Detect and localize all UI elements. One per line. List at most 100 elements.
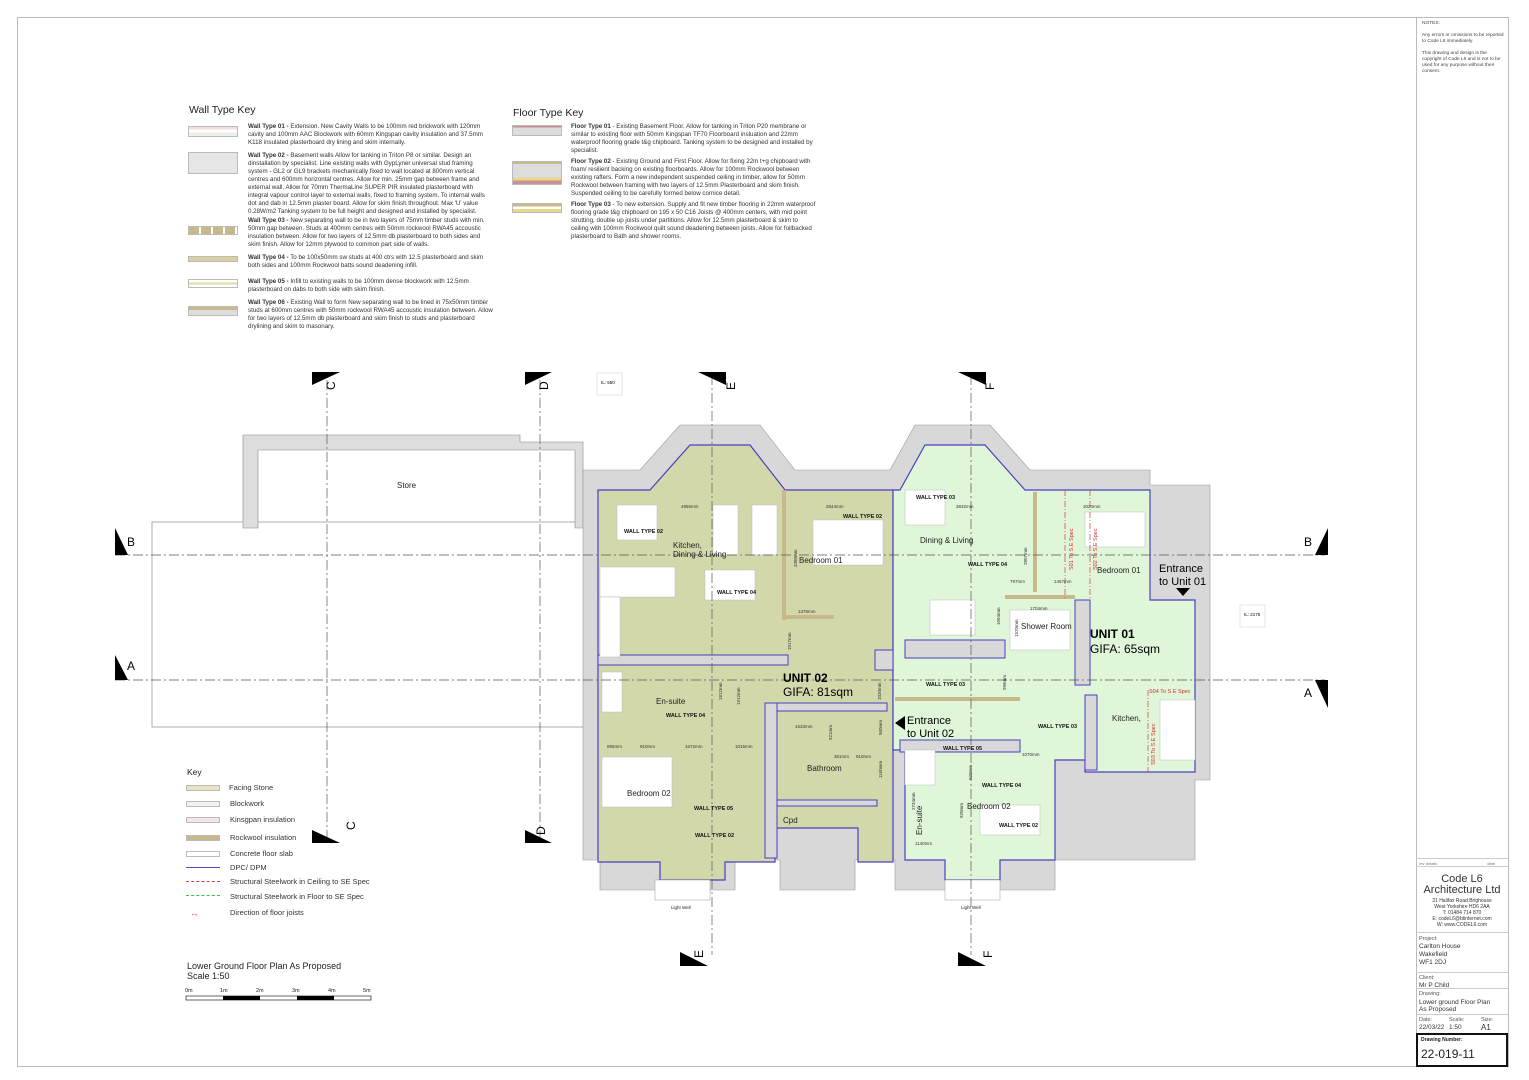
svg-text:960mm: 960mm: [878, 720, 883, 735]
level-il-550: IL: 550: [601, 380, 615, 385]
wall-type-02-swatch: [188, 152, 238, 174]
dimension-labels: 4956mm 2844mm 3380mm 1375mm 1017mm 1812m…: [607, 504, 1101, 846]
steel-lines: [1064, 490, 1149, 772]
notes-line: Any errors or omissions to be reported t…: [1422, 33, 1504, 44]
room-store: Store: [397, 481, 417, 490]
company-block: Code L6 Architecture Ltd 31 Halifax Road…: [1416, 866, 1508, 928]
svg-text:S03 To S.E Spec: S03 To S.E Spec: [1151, 723, 1157, 765]
client-block: Client:Mr P Child: [1416, 972, 1508, 989]
grid-label-a: A: [127, 659, 135, 673]
internal-walls: [597, 599, 1098, 859]
light-well-1: [654, 879, 711, 901]
notes-line: This drawing and design is the copyright…: [1422, 51, 1501, 74]
wall-type-05: Wall Type 05 - Infill to existing walls …: [248, 278, 469, 293]
drawing-frame: [17, 17, 1509, 1067]
svg-text:1015mm: 1015mm: [735, 744, 753, 749]
svg-text:1633mm: 1633mm: [795, 724, 813, 729]
grid-label-e-bottom: E: [692, 950, 706, 958]
svg-text:1094mm: 1094mm: [996, 607, 1001, 625]
svg-text:UNIT 01: UNIT 01: [1090, 627, 1135, 641]
room-bedroom-02-unit02: Bedroom 02: [627, 789, 671, 798]
svg-text:UNIT 02: UNIT 02: [783, 671, 828, 685]
svg-text:WALL TYPE 04: WALL TYPE 04: [717, 590, 757, 596]
floor-type-03-swatch: [512, 203, 562, 213]
svg-text:WALL TYPE 02: WALL TYPE 02: [999, 823, 1038, 829]
wall-type-06: Wall Type 06 - Existing Wall to form New…: [248, 299, 493, 330]
legend-label: Kinsgpan insulation: [230, 815, 296, 824]
notes: NOTES: Any errors or omissions to be rep…: [1422, 21, 1506, 75]
svg-text:2844mm: 2844mm: [826, 504, 844, 509]
wall-type-04: Wall Type 04 - To be 100x50mm sw studs a…: [248, 254, 484, 269]
legend-title: Key: [187, 767, 202, 777]
grid-label-c-bottom: C: [344, 821, 358, 830]
svg-text:WALL TYPE 04: WALL TYPE 04: [968, 562, 1008, 568]
wall-type-04-swatch: [188, 256, 238, 262]
scale-ticks: 0m 1m 2m 3m 4m 5m: [185, 988, 371, 994]
room-shower: Shower Room: [1021, 622, 1072, 631]
room-kitchen-unit01: Kitchen,: [1112, 714, 1141, 723]
svg-text:S02 To S.E Spec: S02 To S.E Spec: [1093, 528, 1099, 570]
svg-text:to Unit 01: to Unit 01: [1159, 576, 1206, 588]
wall-type-03-swatch: [188, 226, 238, 235]
furniture: [599, 489, 1196, 836]
svg-text:WALL TYPE 02: WALL TYPE 02: [624, 529, 663, 535]
company-name: Code L6: [1441, 873, 1483, 885]
legend-label: Direction of floor joists: [230, 908, 304, 917]
svg-text:920mm: 920mm: [959, 803, 964, 818]
drawing-title-line: Lower Ground Floor Plan As Proposed: [187, 961, 342, 971]
room-bedroom-02-unit01: Bedroom 02: [967, 802, 1011, 811]
room-ensuite-unit01: En-suite: [915, 805, 924, 835]
svg-text:1457mm: 1457mm: [1054, 579, 1072, 584]
drawing-title: Lower Ground Floor Plan As Proposed Scal…: [187, 961, 341, 981]
svg-text:1570mm: 1570mm: [1014, 619, 1019, 637]
svg-text:GIFA: 65sqm: GIFA: 65sqm: [1090, 642, 1160, 656]
svg-text:WALL TYPE 03: WALL TYPE 03: [926, 682, 965, 688]
svg-text:1672mm: 1672mm: [685, 744, 703, 749]
wall-type-06-swatch: [188, 306, 238, 316]
wall-type-01: Wall Type 01 - Extension. New Cavity Wal…: [248, 123, 483, 146]
svg-text:3832mm: 3832mm: [956, 504, 974, 509]
svg-text:1020mm: 1020mm: [877, 682, 882, 700]
legend-swatch-rockwool: [186, 835, 220, 841]
grid-lines: [115, 375, 1325, 955]
svg-text:895mm: 895mm: [607, 744, 622, 749]
legend-swatch-kingspan: [186, 817, 220, 823]
legend-swatch-blockwork: [186, 801, 220, 807]
svg-text:3020mm: 3020mm: [1083, 504, 1101, 509]
svg-text:to Unit 02: to Unit 02: [907, 728, 954, 740]
svg-text:910mm: 910mm: [856, 754, 871, 759]
title-block-divider: [1416, 17, 1417, 1067]
floor-type-02-swatch: [512, 161, 562, 185]
svg-text:GIFA: 81sqm: GIFA: 81sqm: [783, 685, 853, 699]
drawing-number: 22-019-11: [1421, 1047, 1475, 1061]
svg-text:3380mm: 3380mm: [793, 549, 798, 567]
svg-text:996mm: 996mm: [1002, 675, 1007, 690]
grid-label-d: D: [537, 381, 551, 390]
company-name-2: Architecture Ltd: [1423, 884, 1501, 896]
scale-bar: [185, 995, 372, 1001]
date-scale-size-block: Date:22/03/22 Scale:1:50 Size:A1: [1416, 1014, 1508, 1032]
legend-swatch-facing-stone: [186, 785, 220, 791]
svg-text:WALL TYPE 05: WALL TYPE 05: [694, 806, 733, 812]
room-kitchen-label: Kitchen,: [673, 541, 702, 550]
grid-label-c: C: [324, 381, 338, 390]
light-well-label-1: Light Well: [671, 905, 691, 910]
svg-text:1070mm: 1070mm: [1022, 752, 1040, 757]
room-ensuite-unit02: En-suite: [656, 697, 686, 706]
floor-type-01: Floor Type 01 - Existing Basement Floor.…: [571, 123, 813, 154]
unit-labels: UNIT 02 GIFA: 81sqm Entrance to Unit 02 …: [783, 563, 1206, 740]
svg-text:WALL TYPE 04: WALL TYPE 04: [982, 783, 1022, 789]
drawing-number-block: Drawing Number: 22-019-11: [1416, 1033, 1508, 1067]
svg-text:S04 To S.E Spec: S04 To S.E Spec: [1149, 689, 1191, 695]
revision-row: rev details date: [1416, 858, 1508, 866]
grid-label-a-right: A: [1304, 686, 1312, 700]
svg-text:Entrance: Entrance: [907, 715, 951, 727]
legend-line-dpc: [186, 867, 220, 868]
section-markers: [115, 372, 1328, 966]
grid-label-b: B: [127, 535, 135, 549]
legend-label: Rockwool insulation: [230, 833, 297, 842]
svg-text:1912mm: 1912mm: [736, 687, 741, 705]
grid-label-f-bottom: F: [981, 951, 995, 958]
